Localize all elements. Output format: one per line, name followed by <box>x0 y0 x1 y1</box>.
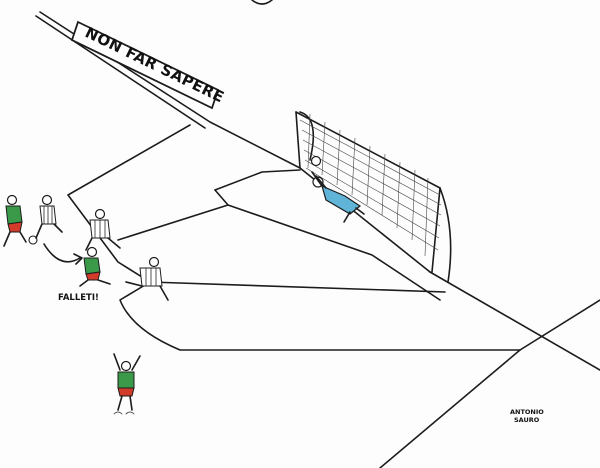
defender-striped-2 <box>85 208 121 251</box>
dribble-arrow-head <box>73 253 83 265</box>
banner-sign: NON FAR SAPERE <box>70 20 227 110</box>
celebrating-player <box>113 353 141 415</box>
ball-in-net <box>310 155 322 167</box>
fouled-attacker <box>79 246 111 287</box>
signature-line1: ANTONIO <box>510 408 544 416</box>
dribble-arrow <box>43 243 81 263</box>
artist-signature: ANTONIO SAURO <box>510 408 544 424</box>
penalty-area-bottom <box>119 281 521 351</box>
goal-net-mesh <box>299 113 442 257</box>
attacker-with-ball <box>3 194 38 247</box>
penalty-area-lower <box>379 349 521 468</box>
goal-line-right <box>429 271 600 371</box>
goal-crossbar <box>295 111 441 273</box>
caption-text: FALLETI! <box>58 293 99 303</box>
penalty-area-right-edge <box>519 299 600 351</box>
goal-post-left <box>295 111 301 169</box>
defender-striped-1 <box>35 194 63 239</box>
penalty-line <box>149 281 446 293</box>
top-arc <box>251 0 273 5</box>
goalkeeper <box>311 171 365 223</box>
goal-net-back <box>439 187 452 283</box>
defender-striped-3 <box>125 256 169 301</box>
touchline-inner <box>35 15 206 129</box>
goal-area-top <box>214 169 301 191</box>
goal-area-front <box>227 204 441 301</box>
signature-line2: SAURO <box>514 416 540 424</box>
goal-area-left <box>117 189 229 241</box>
